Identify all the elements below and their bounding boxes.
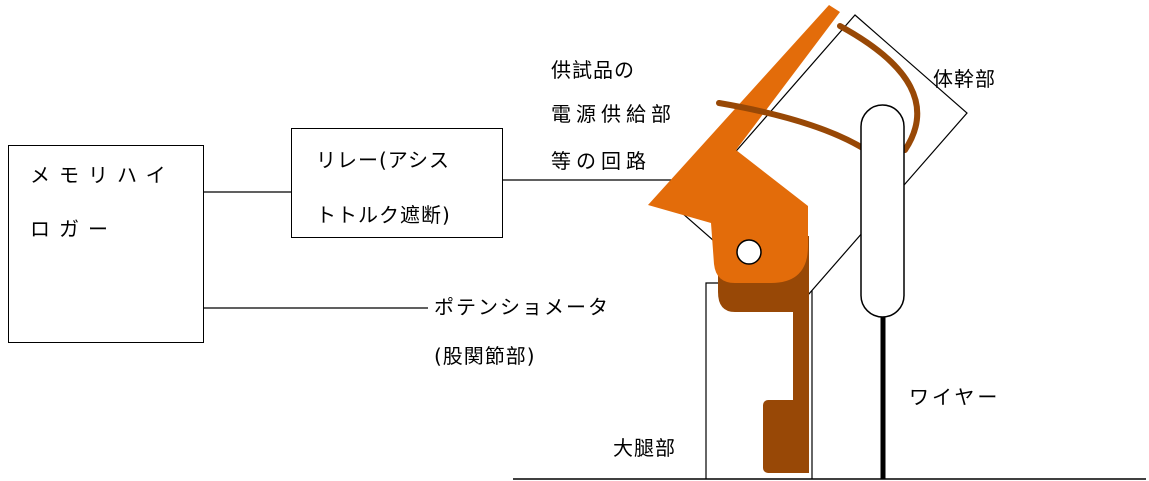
memory-logger-box [8, 145, 204, 343]
power-circuit-label-line2: 電源供給部 [551, 102, 676, 126]
potentiometer-label-line1: ポテンショメータ [434, 295, 610, 319]
hip-joint-circle [736, 239, 762, 265]
trunk-label: 体幹部 [933, 67, 996, 91]
trunk-strap-hook [837, 23, 921, 153]
power-circuit-label-line1: 供試品の [551, 58, 635, 82]
logger-label-line2: ロガー [30, 217, 117, 241]
relay-box [291, 128, 503, 238]
relay-label-line2: トトルク遮断) [316, 203, 451, 227]
thigh-label: 大腿部 [613, 436, 676, 460]
potentiometer-label-line2: (股関節部) [434, 344, 536, 368]
wire-capsule [860, 104, 905, 318]
relay-label-line1: リレー(アシス [316, 148, 451, 172]
logger-label-line1: メモリハイ [30, 163, 175, 187]
orange-trunk-arm [648, 5, 840, 283]
wire-label: ワイヤー [909, 385, 1001, 409]
trunk-strap [716, 100, 869, 153]
thigh-pad [763, 400, 803, 473]
power-circuit-label-line3: 等の回路 [551, 149, 651, 173]
